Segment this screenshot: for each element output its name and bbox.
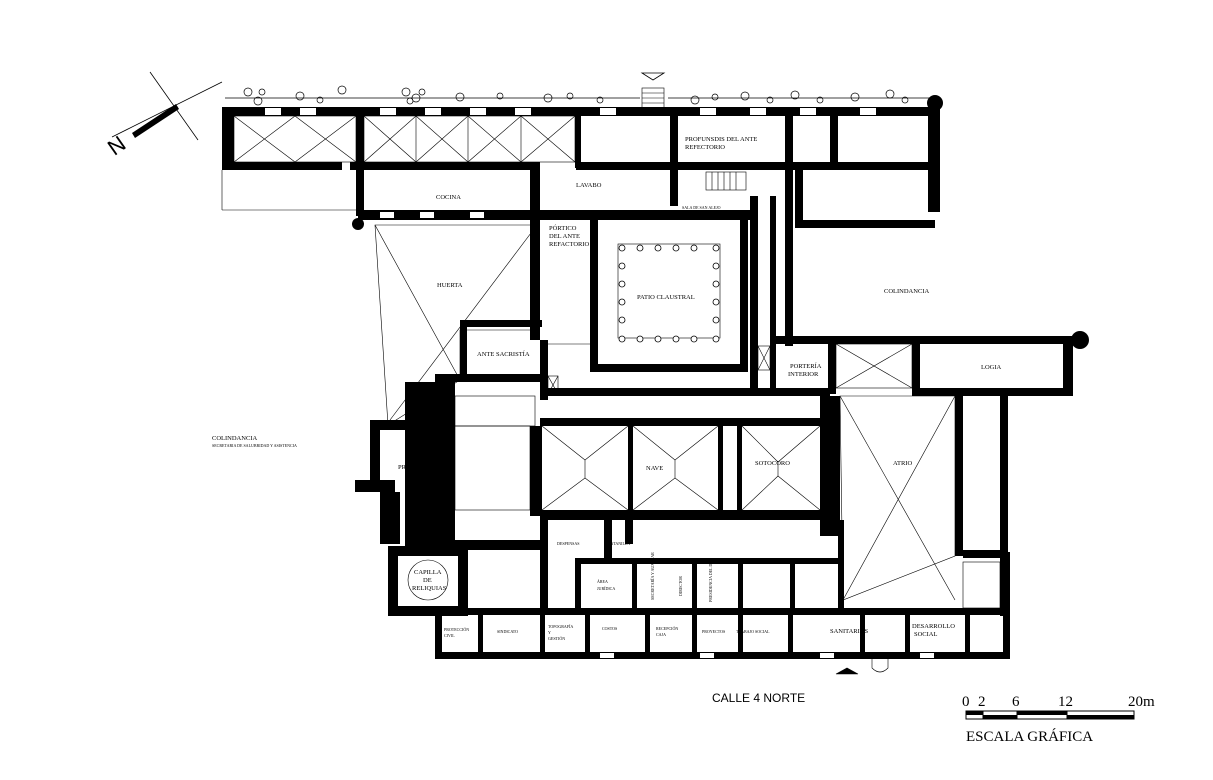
scale-tick-2: 2 bbox=[978, 694, 986, 710]
label-trabajo-social: TRABAJO SOCIAL bbox=[736, 629, 770, 634]
label-ante-sacristia: ANTE SACRISTÍA bbox=[477, 350, 530, 358]
label-topografia-1: TOPOGRAFÍA bbox=[548, 624, 573, 629]
label-desarrollo-1: DESARROLLO bbox=[912, 623, 955, 630]
label-sala-san-alejo: SALA DE SAN ALEJO bbox=[682, 205, 721, 210]
label-sotocoro: SOTOCORO bbox=[755, 460, 790, 467]
scale-tick-12: 12 bbox=[1058, 694, 1073, 710]
label-recepcion-1: RECEPCIÓN bbox=[656, 626, 678, 631]
label-despensas: DESPENSAS bbox=[557, 541, 579, 546]
room-labels: MUSEO MUSEO PROFUNSDIS DEL ANTE REFECTOR… bbox=[212, 136, 1002, 641]
label-huerta: HUERTA bbox=[437, 282, 463, 289]
label-colindancia-left-sub: SECRETARIA DE SALUBRIDAD Y ASISTENCIA bbox=[212, 443, 297, 448]
label-atrio: ATRIO bbox=[893, 460, 912, 467]
label-capilla-1: CAPILLA bbox=[414, 569, 442, 576]
label-portico-1: PÓRTICO bbox=[549, 224, 577, 232]
label-presbiterio: PRESBITERIO bbox=[398, 464, 439, 471]
label-costos: COSTOS bbox=[602, 626, 617, 631]
label-recepcion-2: CAJA bbox=[656, 632, 666, 637]
label-colindancia-right: COLINDANCIA bbox=[884, 288, 929, 295]
label-colindancia-left: COLINDANCIA bbox=[212, 435, 257, 442]
label-portico-2: DEL ANTE bbox=[549, 233, 580, 240]
label-topografia-3: GESTIÓN bbox=[548, 636, 565, 641]
label-nave: NAVE bbox=[646, 465, 663, 472]
label-proteccion-1: PROTECCIÓN bbox=[444, 627, 469, 632]
scale-tick-0: 0 bbox=[962, 694, 970, 710]
scale-tick-20: 20m bbox=[1128, 694, 1155, 710]
garden-trees bbox=[225, 85, 930, 106]
openings bbox=[265, 108, 934, 658]
scale-title: ESCALA GRÁFICA bbox=[966, 728, 1093, 745]
label-profundis-2: REFECTORIO bbox=[685, 144, 725, 151]
label-area-1: ÁREA bbox=[597, 579, 608, 584]
label-porteria-2: INTERIOR bbox=[788, 371, 819, 378]
label-patio-claustral: PATIO CLAUSTRAL bbox=[637, 294, 695, 301]
label-topografia-2: Y bbox=[548, 630, 551, 635]
label-proyectos: PROYECTOS bbox=[702, 629, 725, 634]
label-lavabo: LAVABO bbox=[576, 182, 602, 189]
label-portico-3: REFACTORIO bbox=[549, 241, 590, 248]
label-ventanilla: VENTANILLA bbox=[605, 541, 630, 546]
label-cocina: COCINA bbox=[436, 194, 461, 201]
label-sanitarios: SANITARIOS bbox=[830, 628, 869, 635]
scale-tick-6: 6 bbox=[1012, 694, 1020, 710]
label-capilla-2: DE bbox=[423, 577, 432, 584]
label-proteccion-2: CIVIL bbox=[444, 633, 455, 638]
street-name: CALLE 4 NORTE bbox=[712, 691, 805, 705]
label-desarrollo-2: SOCIAL bbox=[914, 631, 938, 638]
label-area-2: JURÍDICA bbox=[597, 586, 615, 591]
walls bbox=[222, 95, 1089, 659]
cloister-columns bbox=[618, 244, 720, 343]
label-secretaria: SECRETARÍA Y AUXILIAR bbox=[650, 552, 655, 600]
thin-lines bbox=[221, 115, 1001, 675]
label-museo-2: MUSEO bbox=[432, 161, 455, 168]
scale-bar: 0 2 6 12 20m ESCALA GRÁFICA bbox=[962, 694, 1155, 745]
label-logia: LOGIA bbox=[981, 364, 1002, 371]
label-presidencia: PRESIDENCIA DEL DIF bbox=[708, 559, 713, 602]
label-capilla-3: RELIQUIAS bbox=[412, 585, 447, 592]
label-museo-1: MUSEO bbox=[285, 161, 308, 168]
label-profundis-1: PROFUNSDIS DEL ANTE bbox=[685, 136, 757, 143]
label-sindicato: SINDICATO bbox=[497, 629, 518, 634]
label-director: DIRECTOR bbox=[678, 576, 683, 596]
label-porteria-1: PORTERÍA bbox=[790, 362, 822, 370]
